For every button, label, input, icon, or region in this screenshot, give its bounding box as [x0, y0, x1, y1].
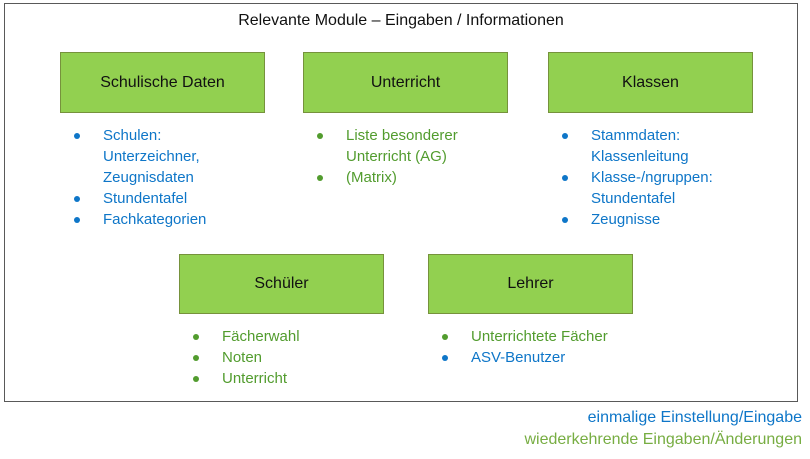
bullet-icon: [74, 133, 80, 139]
module-box-schueler: Schüler: [179, 254, 384, 314]
list-item: Noten: [191, 347, 419, 368]
bullet-icon: [74, 196, 80, 202]
bullet-list: Schulen: Unterzeichner, Zeugnisdaten Stu…: [60, 125, 300, 230]
bullet-list: Stammdaten: Klassenleitung Klasse-/ngrup…: [548, 125, 788, 230]
bullet-icon: [193, 334, 199, 340]
module-group-schulische-daten: Schulische Daten Schulen: Unterzeichner,…: [60, 52, 300, 230]
list-item: Klasse-/ngruppen: Stundentafel: [560, 167, 788, 209]
module-box-label: Schulische Daten: [100, 73, 225, 91]
list-item: Schulen: Unterzeichner, Zeugnisdaten: [72, 125, 300, 188]
legend-wiederkehrende-eingaben: wiederkehrende Eingaben/Änderungen: [524, 431, 802, 448]
list-item-text: Stammdaten: Klassenleitung: [591, 127, 689, 165]
list-item-text: Klasse-/ngruppen: Stundentafel: [591, 169, 713, 207]
list-item-text: Zeugnisse: [591, 211, 661, 228]
list-item: Liste besonderer Unterricht (AG): [315, 125, 543, 167]
bullet-icon: [193, 376, 199, 382]
module-group-lehrer: Lehrer Unterrichtete Fächer ASV-Benutzer: [428, 254, 668, 368]
list-item-text: Stundentafel: [103, 190, 188, 207]
list-item: Unterricht: [191, 368, 419, 389]
list-item-text: Fächerwahl: [222, 328, 300, 345]
list-item-text: Fachkategorien: [103, 211, 207, 228]
bullet-icon: [193, 355, 199, 361]
module-box-label: Lehrer: [507, 275, 554, 292]
list-item: Stundentafel: [72, 188, 300, 209]
list-item: Stammdaten: Klassenleitung: [560, 125, 788, 167]
diagram-title: Relevante Module – Eingaben / Informatio…: [238, 12, 564, 29]
bullet-icon: [74, 217, 80, 223]
bullet-icon: [442, 355, 448, 361]
bullet-icon: [442, 334, 448, 340]
module-box-label: Klassen: [622, 73, 679, 91]
module-box-klassen: Klassen: [548, 52, 753, 113]
module-group-unterricht: Unterricht Liste besonderer Unterricht (…: [303, 52, 543, 188]
list-item-text: (Matrix): [346, 169, 397, 186]
legend: einmalige Einstellung/Eingabe wiederkehr…: [524, 407, 802, 451]
bullet-list: Liste besonderer Unterricht (AG) (Matrix…: [303, 125, 543, 188]
bullet-icon: [562, 217, 568, 223]
module-box-label: Unterricht: [370, 73, 441, 91]
list-item: Fachkategorien: [72, 209, 300, 230]
list-item-text: Noten: [222, 349, 263, 366]
module-box-unterricht: Unterricht: [303, 52, 508, 113]
list-item: ASV-Benutzer: [440, 347, 668, 368]
list-item-text: Liste besonderer Unterricht (AG): [346, 127, 458, 165]
bullet-icon: [562, 175, 568, 181]
bullet-icon: [317, 175, 323, 181]
module-box-lehrer: Lehrer: [428, 254, 633, 314]
bullet-icon: [562, 133, 568, 139]
module-box-label: Schüler: [254, 275, 309, 292]
module-group-schueler: Schüler Fächerwahl Noten Unterricht: [179, 254, 419, 389]
list-item: Unterrichtete Fächer: [440, 326, 668, 347]
list-item: Fächerwahl: [191, 326, 419, 347]
list-item-text: ASV-Benutzer: [471, 349, 566, 366]
legend-einmalige-eingabe: einmalige Einstellung/Eingabe: [587, 409, 802, 426]
list-item-text: Unterrichtete Fächer: [471, 328, 608, 345]
list-item-text: Unterricht: [222, 370, 288, 387]
list-item: Zeugnisse: [560, 209, 788, 230]
bullet-icon: [317, 133, 323, 139]
list-item: (Matrix): [315, 167, 543, 188]
module-box-schulische-daten: Schulische Daten: [60, 52, 265, 113]
module-group-klassen: Klassen Stammdaten: Klassenleitung Klass…: [548, 52, 788, 230]
bullet-list: Unterrichtete Fächer ASV-Benutzer: [428, 326, 668, 368]
list-item-text: Schulen: Unterzeichner, Zeugnisdaten: [103, 127, 200, 186]
bullet-list: Fächerwahl Noten Unterricht: [179, 326, 419, 389]
